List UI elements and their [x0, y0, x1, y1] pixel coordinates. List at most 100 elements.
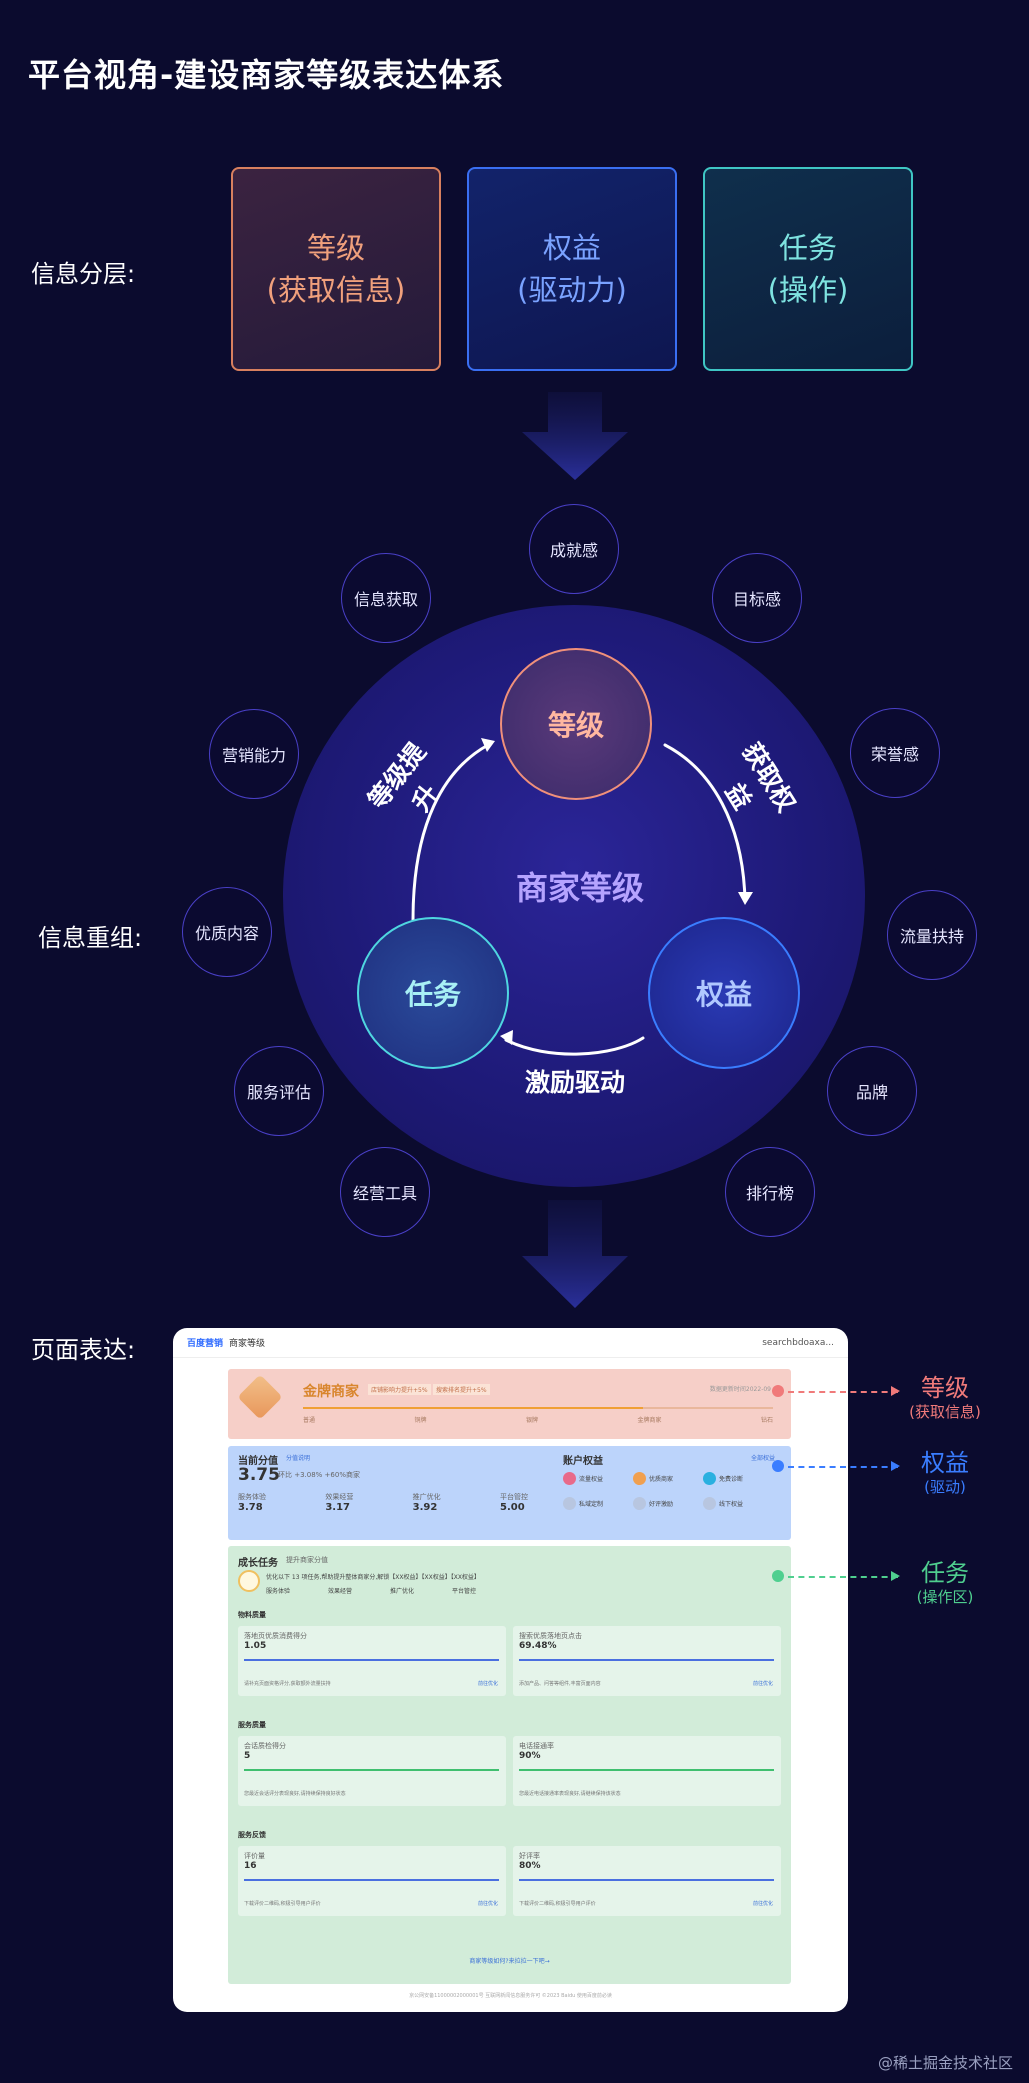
task-card-action[interactable]: 前往优化: [477, 1681, 498, 1687]
level-section: 金牌商家 店铺影响力提升+5% 搜索排名提升+5% 数据更新时间2022-09 …: [228, 1369, 791, 1439]
task-section-title: 物料质量: [238, 1611, 266, 1619]
task-card-label: 会话质检得分: [244, 1742, 286, 1750]
metric-value: 3.78: [238, 1502, 263, 1513]
arrow-label-incentive: 激励驱动: [524, 1068, 625, 1097]
level-tag: 店铺影响力提升+5%: [368, 1384, 431, 1395]
layer-task-sub: (操作): [767, 273, 849, 307]
task-card-value: 90%: [519, 1751, 541, 1761]
task-footer-link[interactable]: 商家等级如何?来拉拉一下吧→: [469, 1958, 550, 1965]
layer-benefit-title: 权益: [542, 231, 601, 265]
task-card-value: 16: [244, 1861, 257, 1871]
level-step: 银牌: [525, 1417, 538, 1424]
node-benefit: 权益: [648, 917, 800, 1069]
task-card-tip: 请补充页面资格评分,获取额外流量扶持: [244, 1681, 331, 1687]
task-tab[interactable]: 平台管控: [452, 1588, 477, 1595]
task-card-action[interactable]: 前往优化: [752, 1681, 773, 1687]
layer-level-sub: (获取信息): [266, 273, 406, 307]
score-title: 当前分值: [238, 1456, 278, 1467]
label-regroup: 信息重组:: [38, 924, 143, 952]
task-card-action[interactable]: 前往优化: [752, 1901, 773, 1907]
task-card-label: 评价量: [244, 1852, 265, 1860]
metric-name: 效果经营: [325, 1493, 354, 1501]
benefit-more-link[interactable]: 全部权益: [750, 1455, 775, 1462]
orbit-item: 信息获取: [341, 553, 431, 643]
node-task: 任务: [357, 917, 509, 1069]
metric-name: 服务体验: [238, 1493, 266, 1501]
level-step: 普通: [303, 1417, 316, 1424]
layer-level-title: 等级: [306, 231, 365, 265]
task-card-tip: 下载评价二维码,积极引导用户评价: [519, 1901, 596, 1907]
task-card-tip: 您最近会话评分表现良好,请持续保持良好状态: [244, 1791, 346, 1797]
score-sub: 环比 +3.08% +60%商家: [278, 1471, 360, 1479]
level-tag: 搜索排名提升+5%: [433, 1384, 490, 1395]
side-tag-main: 权益: [921, 1449, 969, 1477]
level-step: 金牌商家: [637, 1417, 662, 1424]
orbit-item: 荣誉感: [850, 708, 940, 798]
benefit-item[interactable]: 线下权益: [719, 1501, 744, 1508]
down-arrow-icon: [522, 1200, 628, 1308]
metric-name: 平台管控: [499, 1493, 528, 1501]
task-tab[interactable]: 服务体验: [266, 1588, 291, 1595]
side-tag-task: 任务 (操作区): [905, 1560, 985, 1608]
task-sub: 提升商家分值: [286, 1556, 328, 1564]
orbit-item: 营销能力: [209, 709, 299, 799]
benefit-icon: [563, 1497, 576, 1510]
orbit-item: 品牌: [827, 1046, 917, 1136]
task-card-action[interactable]: 前往优化: [477, 1901, 498, 1907]
logo: 百度营销: [187, 1339, 224, 1349]
panel-footer: 京公网安备11000002000001号 互联网新闻信息服务许可 ©2023 B…: [409, 1993, 612, 1999]
orbit-item: 服务评估: [234, 1046, 324, 1136]
score-value: 3.75: [238, 1465, 280, 1485]
benefit-item[interactable]: 私域定制: [579, 1501, 604, 1508]
side-tag-main: 任务: [921, 1559, 969, 1587]
benefit-title: 账户权益: [563, 1456, 603, 1467]
task-section-title: 服务质量: [238, 1721, 266, 1729]
task-card-value: 69.48%: [519, 1641, 557, 1651]
watermark: @稀土掘金技术社区: [877, 2054, 1013, 2072]
orbit-item: 排行榜: [725, 1147, 815, 1237]
benefit-item[interactable]: 优质商家: [649, 1476, 674, 1483]
task-title: 成长任务: [238, 1558, 278, 1569]
down-arrow-icon: [522, 392, 628, 480]
benefit-item[interactable]: 好评激励: [649, 1501, 674, 1508]
orbit-item: 优质内容: [182, 887, 272, 977]
layer-box-level: 等级 (获取信息): [231, 167, 441, 371]
metric-value: 5.00: [499, 1502, 525, 1513]
benefit-item[interactable]: 流量权益: [579, 1476, 604, 1483]
layer-box-task: 任务 (操作): [703, 167, 913, 371]
level-update-time: 数据更新时间2022-09: [709, 1386, 771, 1393]
user-account[interactable]: searchbdoaxa...: [762, 1337, 834, 1348]
metric-name: 推广优化: [412, 1493, 441, 1501]
cycle-arrows: [411, 738, 753, 1056]
layer-benefit-sub: (驱动力): [517, 273, 627, 307]
level-step: 铜牌: [414, 1417, 427, 1424]
benefit-item[interactable]: 免费诊断: [719, 1476, 744, 1483]
side-tag-main: 等级: [921, 1374, 969, 1402]
side-tag-benefit: 权益 (驱动): [905, 1450, 985, 1498]
task-card-label: 搜索优质落地页点击: [519, 1632, 582, 1640]
task-card-value: 1.05: [244, 1641, 267, 1651]
page-mockup: 百度营销 商家等级 searchbdoaxa... 金牌商家 店铺影响力提升+5…: [173, 1328, 848, 2012]
metric-value: 3.92: [412, 1502, 438, 1513]
task-section-title: 服务反馈: [238, 1831, 266, 1839]
metric-value: 3.17: [325, 1502, 351, 1513]
orbit-item: 目标感: [712, 553, 802, 643]
task-card-tip: 添加产品、问答等组件,丰富页面内容: [519, 1681, 601, 1687]
orbit-item: 流量扶持: [887, 890, 977, 980]
task-desc: 优化以下 13 项任务,帮助提升整体商家分,解锁【XX权益】【XX权益】【XX权…: [266, 1574, 480, 1581]
orbit-item: 经营工具: [340, 1147, 430, 1237]
node-level: 等级: [500, 648, 652, 800]
benefit-icon: [633, 1497, 646, 1510]
task-tab[interactable]: 推广优化: [390, 1588, 415, 1595]
task-card-tip: 您最近电话接通率表现良好,请继续保持该状态: [519, 1791, 621, 1797]
task-section: 成长任务 提升商家分值 优化以下 13 项任务,帮助提升整体商家分,解锁【XX权…: [228, 1546, 791, 1984]
cycle-center-label: 商家等级: [515, 869, 644, 907]
page-title: 平台视角-建设商家等级表达体系: [28, 56, 505, 94]
task-tab[interactable]: 效果经营: [328, 1588, 353, 1595]
task-card-label: 落地页优质消费得分: [244, 1632, 307, 1640]
side-tag-sub: (获取信息): [909, 1403, 981, 1421]
task-card-label: 电话接通率: [519, 1742, 554, 1750]
layer-task-title: 任务: [778, 231, 837, 265]
side-tag-sub: (操作区): [916, 1588, 974, 1606]
